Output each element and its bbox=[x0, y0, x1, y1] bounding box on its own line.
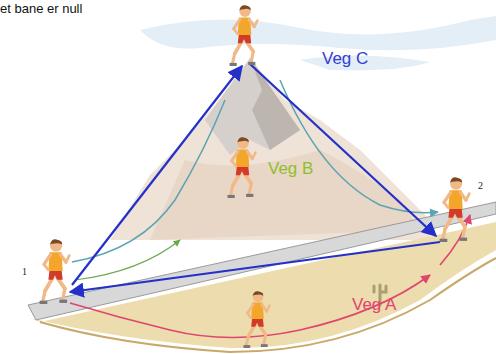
mountain bbox=[110, 58, 430, 240]
cut-off-note: et bane er null bbox=[0, 2, 82, 16]
road bbox=[28, 202, 496, 320]
sky-clouds bbox=[140, 16, 496, 70]
runners bbox=[40, 5, 470, 348]
path-label: Veg A bbox=[352, 296, 396, 315]
point-number: 1 bbox=[22, 266, 27, 277]
blue-arrows bbox=[70, 64, 440, 292]
path-label: Veg B bbox=[268, 160, 313, 179]
veg-a-path bbox=[70, 215, 470, 338]
desert-valley bbox=[30, 222, 496, 352]
point-number: 2 bbox=[478, 180, 483, 191]
path-label: Veg C bbox=[322, 50, 368, 69]
